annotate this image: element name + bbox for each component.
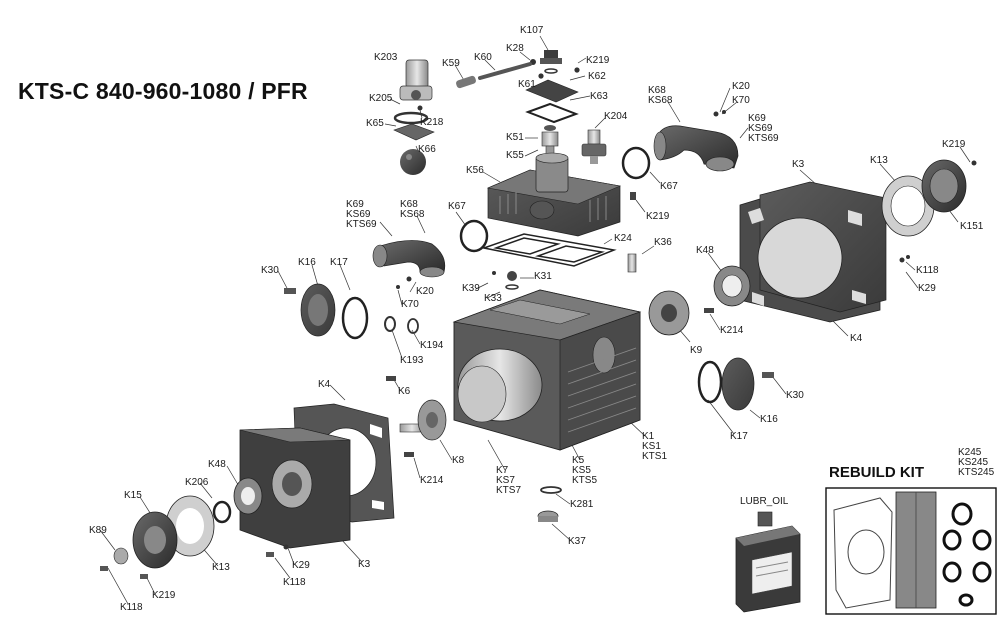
part-label: K218 [420,117,444,128]
part-label: K48 [208,459,226,470]
part-label: K4 [850,333,863,344]
part-label: K204 [604,111,628,122]
part-label: K203 [374,52,398,63]
part-label: K70 [732,95,750,106]
part-label: K219 [646,211,670,222]
part-label: K4 [318,379,331,390]
valve-rod [456,62,532,89]
vacuum-valve-assembly [525,50,580,165]
lubr-oil-label: LUBR_OIL [740,496,789,507]
part-label: K5 KS5 KTS5 [572,455,598,486]
part-label: K56 [466,165,484,176]
intake-manifold-cover [486,152,622,237]
cover-gasket [481,233,617,267]
part-label: K55 [506,150,524,161]
part-label: K13 [212,562,230,573]
part-label: K30 [261,265,279,276]
part-label: K194 [420,340,444,351]
oil-plug-fitting [581,129,607,164]
part-label: K16 [298,257,316,268]
part-label: K1 KS1 KTS1 [642,431,668,462]
part-label: K36 [654,237,672,248]
part-label: K39 [462,283,480,294]
part-label: K29 [292,560,310,571]
part-label: K60 [474,52,492,63]
part-label: K3 [792,159,805,170]
part-label: K107 [520,25,544,36]
part-label: K67 [448,201,466,212]
part-label: K29 [918,283,936,294]
part-label: K118 [120,602,143,613]
part-label: K214 [720,325,744,336]
part-label: K205 [369,93,393,104]
part-label: K219 [152,590,176,601]
part-label: K33 [484,293,502,304]
part-label: K118 [283,577,306,588]
part-label: K17 [730,431,748,442]
part-label: K13 [870,155,888,166]
part-label: K16 [760,414,778,425]
part-label: K61 [518,79,536,90]
o-ring-k67 [621,146,651,180]
part-label: K48 [696,245,714,256]
part-label: K9 [690,345,703,356]
part-label: K219 [942,139,966,150]
part-label: K7 KS7 KTS7 [496,465,522,496]
part-label: K59 [442,58,460,69]
part-label: K219 [586,55,610,66]
part-label: K31 [534,271,552,282]
part-label: K151 [960,221,984,232]
part-label: K51 [506,132,524,143]
part-label: K17 [330,257,348,268]
rebuild-kit-title: REBUILD KIT [829,464,924,481]
lubr-oil-can [735,511,801,613]
part-label: K89 [89,525,107,536]
end-plate-right [739,181,887,323]
rebuild-kit-box [825,487,997,615]
part-label: K65 [366,118,384,129]
part-label: K70 [401,299,419,310]
fitting-k36 [627,253,637,273]
part-label: K68 KS68 [400,199,425,220]
part-label: K15 [124,490,142,501]
part-label: K118 [916,265,939,276]
flange-k16-right [721,357,755,411]
end-plate-left [239,427,351,549]
pressure-relief-valve [393,59,435,141]
part-label: K68 KS68 [648,85,673,106]
part-label: K245 KS245 KTS245 [958,447,995,478]
rotor-shaft-k8 [399,399,447,441]
part-label: K67 [660,181,678,192]
part-label: K193 [400,355,424,366]
part-label: K214 [420,475,444,486]
part-label: K28 [506,43,524,54]
part-label: K30 [786,390,804,401]
part-label: K37 [568,536,586,547]
part-label: K69 KS69 KTS69 [748,113,779,144]
part-label: K20 [732,81,750,92]
part-label: K8 [452,455,465,466]
part-label: K69 KS69 KTS69 [346,199,377,230]
part-label: K3 [358,559,371,570]
elbow-pipe-left [372,240,446,278]
part-label: K66 [418,144,436,155]
main-housing [452,289,642,451]
part-label: K206 [185,477,209,488]
part-label: K281 [570,499,594,510]
o-ring-k17-left [341,296,369,340]
part-label: K6 [398,386,411,397]
part-label: K63 [590,91,608,102]
part-label: K62 [588,71,606,82]
part-label: K20 [416,286,434,297]
diagram-title: KTS-C 840-960-1080 / PFR [18,78,308,104]
part-label: K24 [614,233,632,244]
elbow-pipe-right [653,125,739,172]
